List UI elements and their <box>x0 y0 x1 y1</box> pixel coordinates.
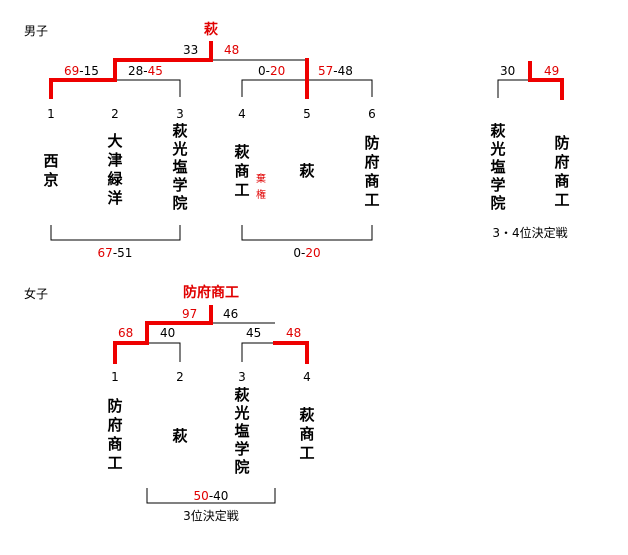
team-name: 萩 <box>172 427 187 445</box>
girls-bracket-lines <box>147 322 275 362</box>
girls-team-names: 防府商工 萩 萩光塩学院 萩商工 <box>107 386 314 476</box>
third-place-team-names: 萩光塩学院 防府商工 <box>489 122 569 212</box>
boys-sf-left-score: 69-15 <box>64 64 99 78</box>
team-name: 萩光塩学院 <box>489 122 505 212</box>
boys-bracket-lines <box>114 59 373 97</box>
forfeit-note: 棄権 <box>256 172 266 201</box>
boys-sf-right-score: 0-20 <box>258 64 285 78</box>
svg-text:1: 1 <box>111 370 119 384</box>
team-name: 西京 <box>43 152 58 189</box>
team-name: 萩商工 <box>299 406 314 462</box>
boys-section-label: 男子 <box>24 24 48 38</box>
svg-text:4: 4 <box>238 107 246 121</box>
svg-text:2: 2 <box>111 107 119 121</box>
team-name: 萩 <box>299 162 314 180</box>
svg-text:1: 1 <box>47 107 55 121</box>
third-place-bracket <box>497 61 564 100</box>
team-name: 萩商工 <box>234 143 249 199</box>
girls-section-label: 女子 <box>24 286 48 301</box>
boys-winner-path <box>49 41 309 99</box>
team-name: 萩光塩学院 <box>233 386 249 476</box>
svg-text:33: 33 <box>183 43 198 57</box>
third-place-score-right: 49 <box>544 64 559 78</box>
boys-sf-left2-score: 28-45 <box>128 64 163 78</box>
boys-team-names: 西京 大津緑洋 萩光塩学院 萩商工 萩 防府商工 棄権 <box>43 122 379 212</box>
boys-consolation-lines <box>50 225 373 241</box>
team-name: 萩光塩学院 <box>171 122 187 212</box>
girls-sf-left-score-left: 68 <box>118 326 133 340</box>
svg-text:2: 2 <box>176 370 184 384</box>
svg-text:3: 3 <box>176 107 184 121</box>
boys-consolation-left-score: 67-51 <box>98 246 133 260</box>
girls-sf-right-score-left: 45 <box>246 326 261 340</box>
svg-text:6: 6 <box>368 107 376 121</box>
girls-final-score-left: 97 <box>182 307 197 321</box>
girls-consolation-lines <box>146 488 276 504</box>
girls-seed-numbers: 1 2 3 4 <box>111 370 311 384</box>
boys-seed-numbers: 1 2 3 4 5 6 <box>47 107 376 121</box>
svg-text:5: 5 <box>303 107 311 121</box>
boys-sf-right2-score: 57-48 <box>318 64 353 78</box>
svg-text:48: 48 <box>224 43 239 57</box>
boys-consolation-right-score: 0-20 <box>293 246 320 260</box>
boys-final-score: 33 48 <box>183 43 239 57</box>
svg-text:4: 4 <box>303 370 311 384</box>
team-name: 防府商工 <box>364 134 379 209</box>
svg-text:3: 3 <box>238 370 246 384</box>
team-name: 防府商工 <box>107 397 122 472</box>
third-place-label: 3・4位決定戦 <box>492 225 567 240</box>
girls-sf-left-score-right: 40 <box>160 326 175 340</box>
girls-winner-path <box>113 305 309 364</box>
girls-champion: 防府商工 <box>183 284 239 301</box>
team-name: 防府商工 <box>554 134 569 209</box>
girls-consolation-label: 3位決定戦 <box>183 508 239 523</box>
third-place-score-left: 30 <box>500 64 515 78</box>
girls-final-score-right: 46 <box>223 307 238 321</box>
girls-sf-right-score-right: 48 <box>286 326 301 340</box>
team-name: 大津緑洋 <box>107 132 123 207</box>
boys-champion: 萩 <box>203 21 218 38</box>
girls-consolation-score: 50-40 <box>194 489 229 503</box>
